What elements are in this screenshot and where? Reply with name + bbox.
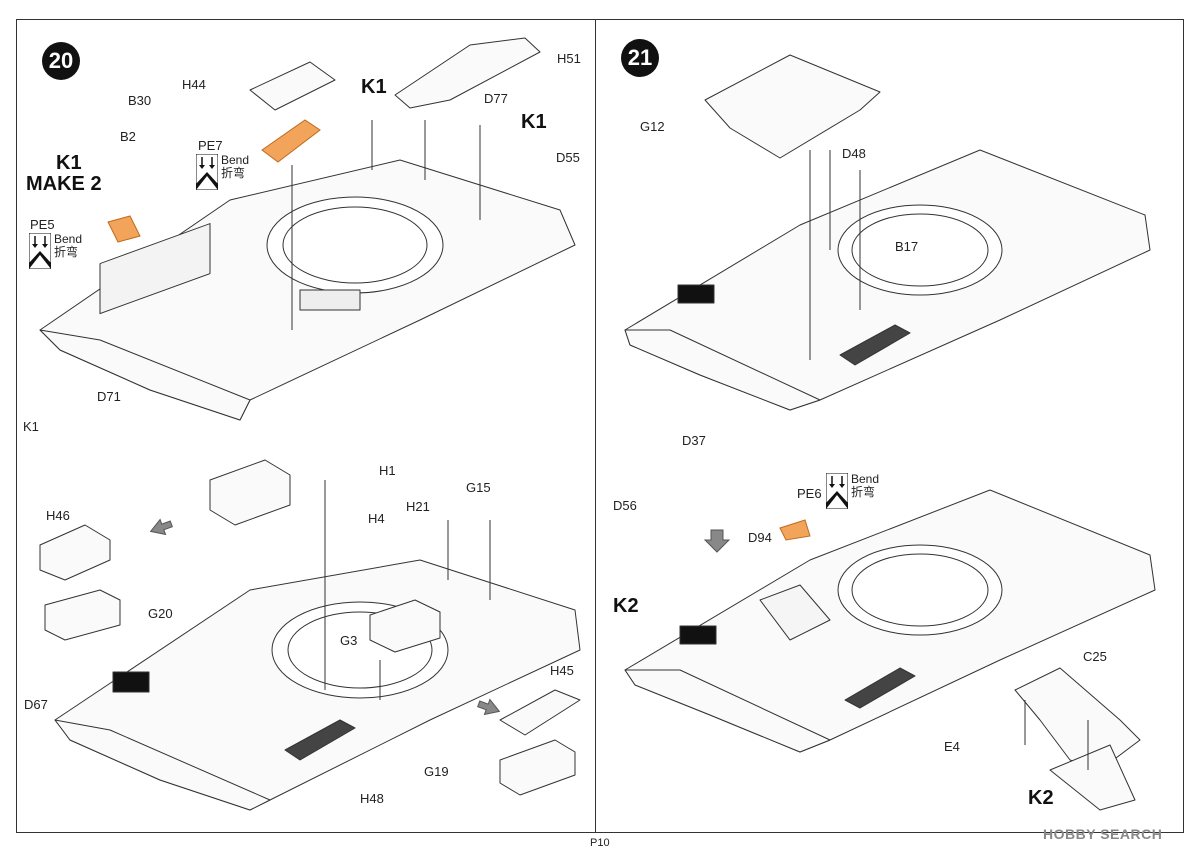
- label-g3: G3: [340, 633, 358, 648]
- label-e4: E4: [944, 739, 960, 754]
- make-2-note: MAKE 2: [26, 173, 102, 195]
- bend-pe5-cn: 折弯: [54, 245, 79, 259]
- watermark: HOBBY SEARCH: [1043, 826, 1163, 842]
- hull-top-right: [624, 149, 1151, 411]
- label-b2: B2: [120, 129, 136, 144]
- label-h4: H4: [368, 511, 385, 526]
- bend-pe6-en: Bend: [851, 472, 880, 486]
- k2-callout-b: K2: [1028, 787, 1054, 809]
- label-d77: D77: [484, 91, 508, 106]
- k2-callout-a: K2: [613, 595, 639, 617]
- part-pe6: [779, 519, 811, 541]
- part-pe7: [261, 119, 321, 163]
- part-h51: [394, 37, 541, 109]
- hull-bottom-left: [54, 559, 581, 811]
- label-b17: B17: [895, 239, 919, 254]
- label-d37: D37: [682, 433, 706, 448]
- label-d55: D55: [556, 150, 580, 165]
- bend-icon: [825, 472, 849, 510]
- label-h44: H44: [182, 77, 206, 92]
- bend-pe6-cn: 折弯: [851, 485, 876, 499]
- step-21-badge: 21: [621, 39, 659, 77]
- part-c25-lower: [1049, 744, 1136, 811]
- part-pe5: [107, 215, 141, 243]
- page-number: P10: [590, 837, 610, 849]
- page-frame: [16, 19, 1184, 833]
- label-pe7: PE7: [198, 138, 223, 153]
- part-h-top-box: [209, 459, 291, 526]
- label-k1-small: K1: [23, 419, 39, 434]
- bend-icon: [28, 232, 52, 270]
- label-h48: H48: [360, 791, 384, 806]
- label-g20: G20: [148, 606, 173, 621]
- k1-note: K1: [56, 152, 82, 174]
- arrow-right-icon: [149, 518, 173, 536]
- bend-pe7-cn: 折弯: [221, 166, 246, 180]
- bend-pe5-en: Bend: [54, 232, 83, 246]
- part-box-mid: [369, 599, 441, 653]
- label-c25: C25: [1083, 649, 1107, 664]
- hull-top-left: [39, 159, 576, 421]
- label-h21: H21: [406, 499, 430, 514]
- step-divider: [595, 19, 596, 833]
- label-g19: G19: [424, 764, 449, 779]
- hull-bottom-right: [624, 489, 1156, 753]
- label-h1: H1: [379, 463, 396, 478]
- bend-icon: [195, 153, 219, 191]
- label-h45: H45: [550, 663, 574, 678]
- label-g15: G15: [466, 480, 491, 495]
- label-d67: D67: [24, 697, 48, 712]
- label-d71: D71: [97, 389, 121, 404]
- label-b30: B30: [128, 93, 152, 108]
- label-pe6: PE6: [797, 486, 822, 501]
- label-h51: H51: [557, 51, 581, 66]
- label-d48: D48: [842, 146, 866, 161]
- part-g12: [704, 54, 881, 159]
- label-d94: D94: [748, 530, 772, 545]
- part-h46: [39, 524, 111, 581]
- label-d56: D56: [613, 498, 637, 513]
- k1-callout-b: K1: [521, 111, 547, 133]
- label-g12: G12: [640, 119, 665, 134]
- arrow-down-icon: [703, 529, 731, 553]
- part-h45: [499, 689, 581, 736]
- label-h46: H46: [46, 508, 70, 523]
- step-20-badge: 20: [42, 42, 80, 80]
- part-h44: [249, 61, 336, 111]
- k1-callout-a: K1: [361, 76, 387, 98]
- arrow-left-icon: [477, 698, 501, 716]
- part-c25: [1014, 667, 1141, 771]
- label-pe5: PE5: [30, 217, 55, 232]
- bend-pe7-en: Bend: [221, 153, 250, 167]
- part-g20: [44, 589, 121, 641]
- part-g19: [499, 739, 576, 796]
